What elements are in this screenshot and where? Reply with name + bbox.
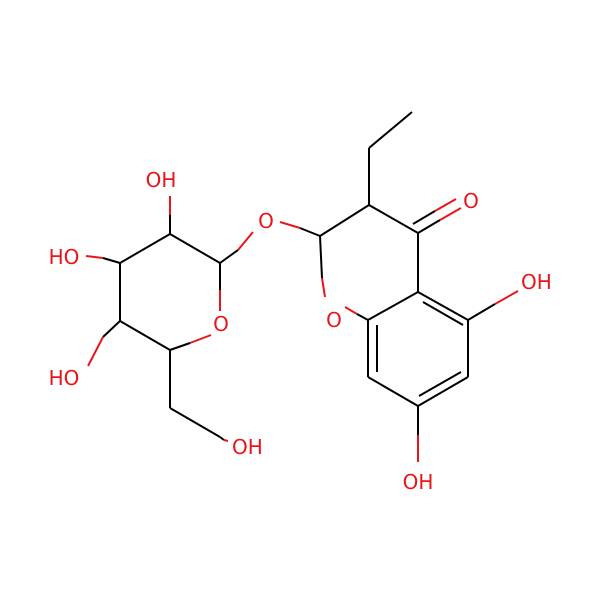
c5-hydroxyl-label: OH [521, 270, 552, 294]
bond-c6-c7-inner [418, 371, 462, 397]
bond-g3-oh-o [85, 255, 104, 259]
chromanone-ring-oxygen-label: O [326, 308, 342, 332]
bond-carbonyl-2-o [434, 198, 457, 212]
bonds [119, 111, 469, 438]
bond-g4-oh [102, 320, 121, 338]
bond-c7-c8 [367, 376, 419, 407]
ch2oh-hydroxyl-label: OH [232, 435, 263, 459]
glycosidic-oxygen-label: O [258, 209, 274, 233]
bond-ch2-oh-o [223, 439, 229, 442]
glucose-ring-oxygen-label: O [213, 312, 229, 336]
bond-oglyc-g1 [219, 249, 239, 264]
g4-hydroxyl-label: HO [49, 366, 80, 390]
bond-carbonyl-1 [417, 219, 441, 234]
atom-labels: O OH OH O O O OH HO HO OH [49, 168, 552, 494]
bond-c2-c3 [319, 204, 370, 237]
bond-c2-oglyc [299, 227, 321, 237]
bond-g2-g3 [119, 233, 171, 264]
bond-g1-g2 [169, 233, 221, 264]
bond-oglyc-g1-o [237, 231, 254, 251]
bond-c4a-c5-inner [422, 301, 464, 326]
bond-ringo-g5 [169, 342, 191, 351]
g2-hydroxyl-label: OH [146, 168, 177, 192]
bond-c8a-c4a [367, 291, 419, 321]
bond-o1-c2-o [321, 277, 326, 298]
bond-c8a-o1 [356, 313, 369, 321]
bond-c5-oh-o [494, 290, 519, 305]
carbonyl-oxygen-label: O [463, 189, 479, 213]
bond-g3-oh [102, 257, 121, 264]
bonds-to-oxygen [85, 196, 519, 462]
bond-carbonyl-1-o [439, 207, 462, 221]
bond-c5-oh [467, 303, 496, 321]
g3-hydroxyl-label: HO [49, 245, 80, 269]
bond-c2-oglyc-o [279, 221, 301, 229]
bond-c4a-c5 [417, 291, 469, 321]
bond-c6-c7 [417, 376, 469, 407]
bond-g4-oh-o [87, 336, 104, 367]
bond-ringo-g5-o [189, 334, 212, 344]
bond-g4-g5 [119, 320, 171, 351]
bond-ethyl-ch3 [368, 111, 413, 149]
bond-ch2-oh [219, 436, 225, 441]
bond-g6-ch2 [169, 407, 221, 438]
bond-carbonyl-2 [412, 210, 436, 225]
bond-c8a-o1-o [344, 306, 358, 315]
bond-c3-c4 [368, 204, 419, 234]
c7-hydroxyl-label: OH [403, 470, 434, 494]
bond-o1-c2 [319, 235, 323, 279]
